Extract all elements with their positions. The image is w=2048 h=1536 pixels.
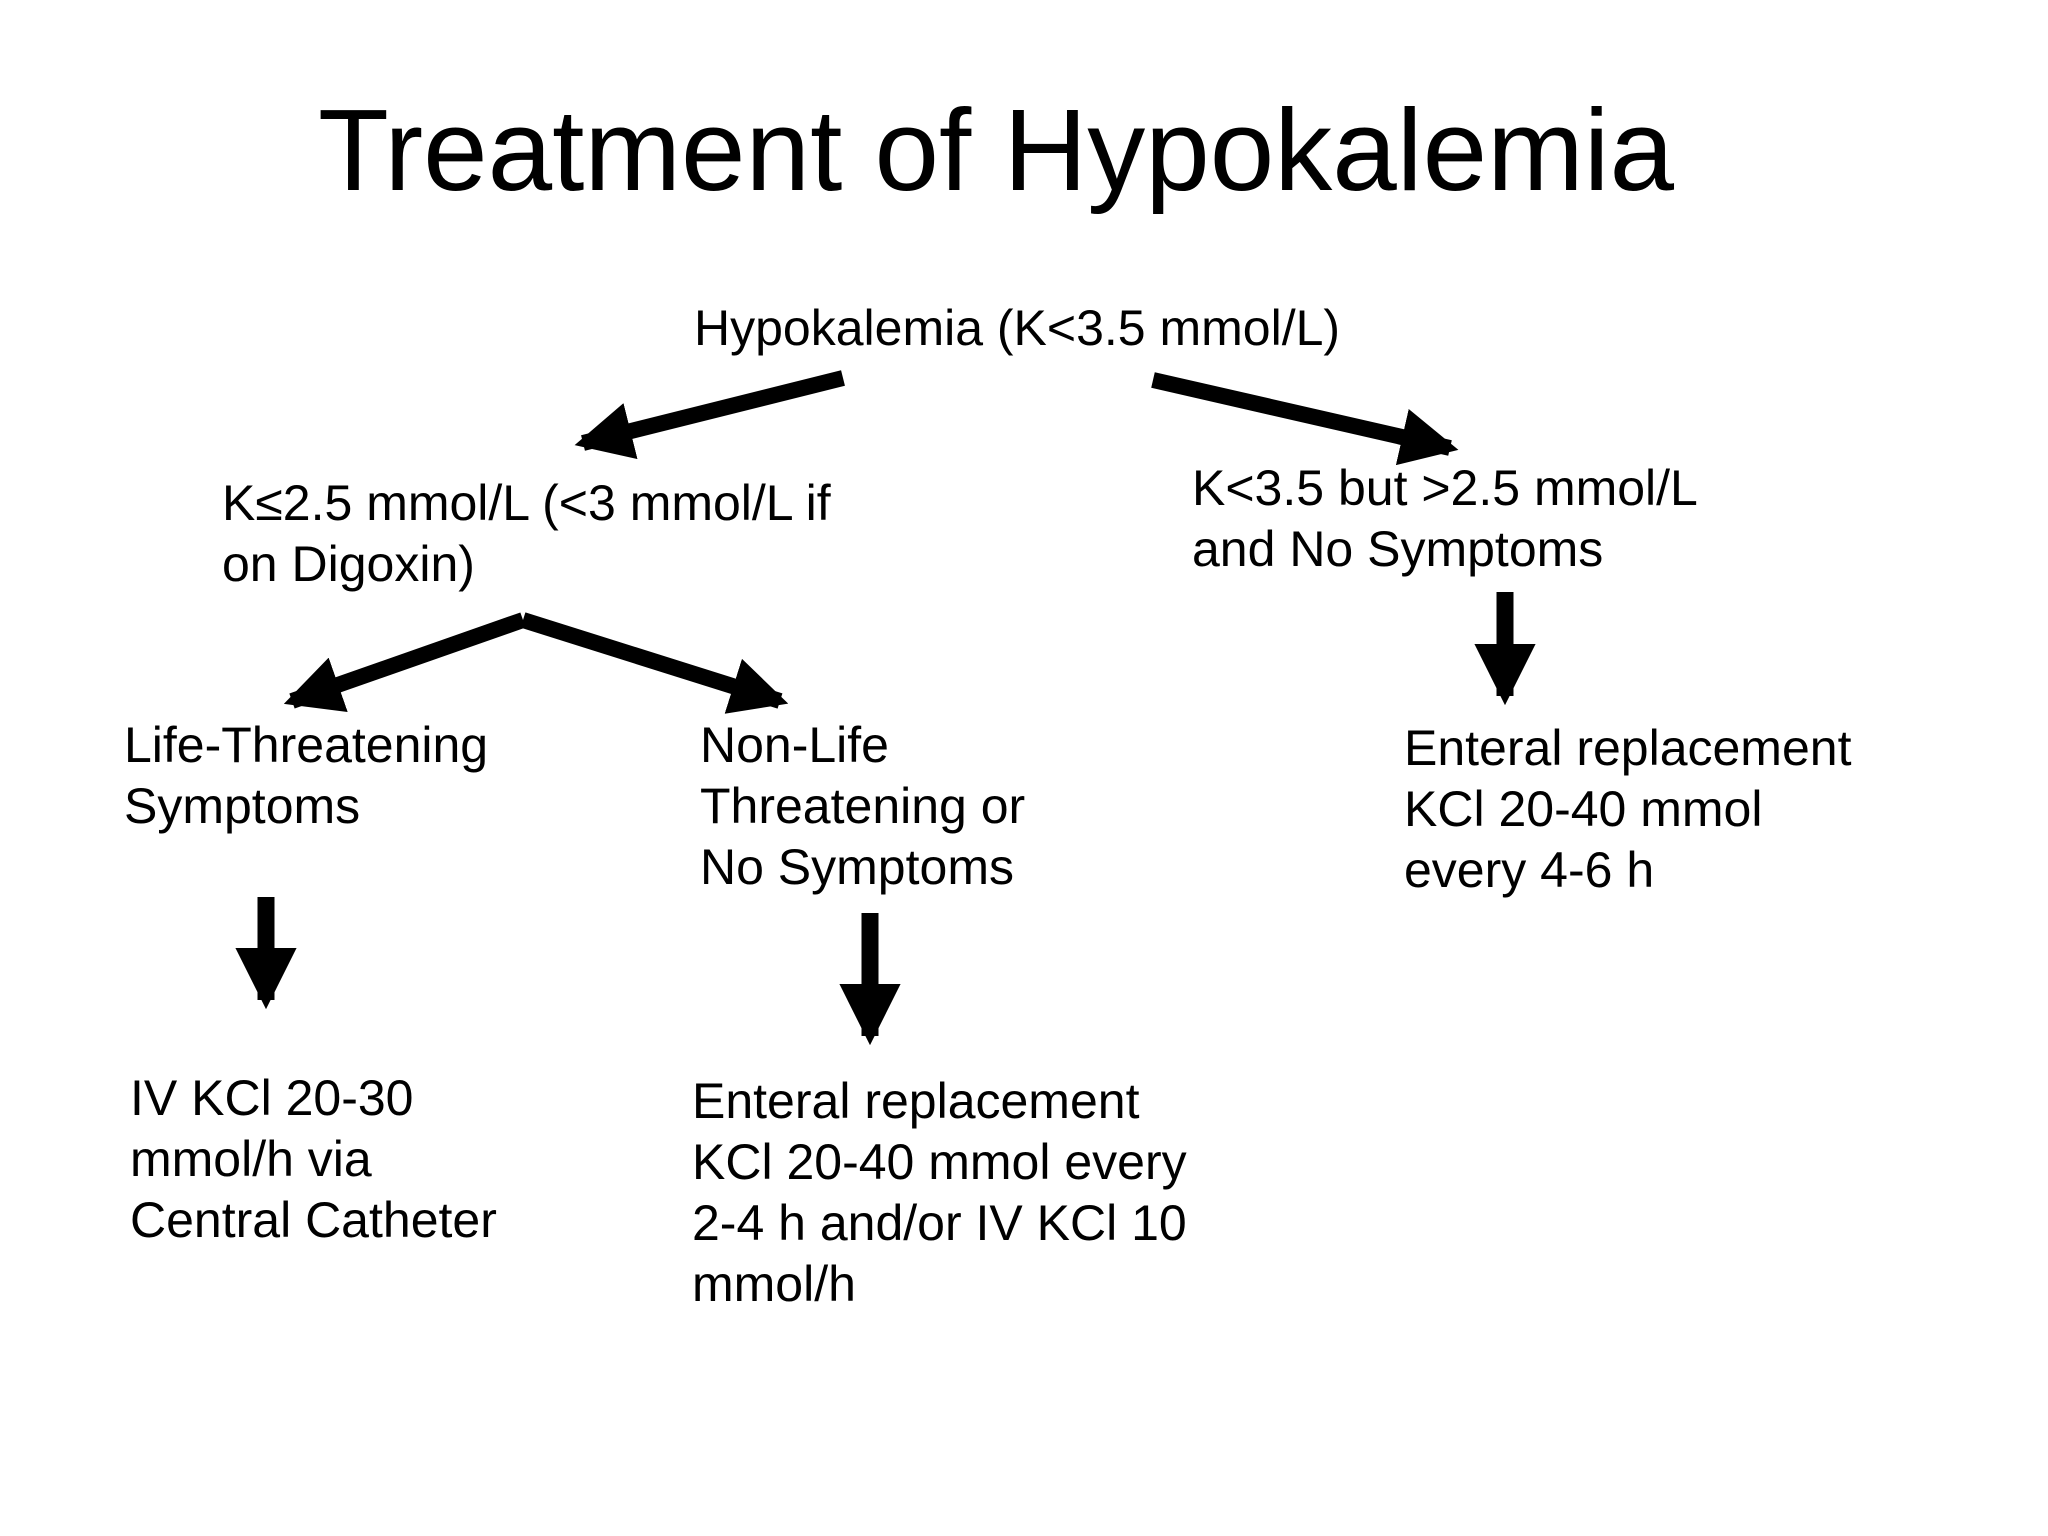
node-non-life-threatening: Non-Life Threatening or No Symptoms: [700, 717, 1026, 895]
node-enteral-replacement-4-6h: Enteral replacement KCl 20-40 mmol every…: [1404, 720, 1852, 898]
node-root-hypokalemia: Hypokalemia (K<3.5 mmol/L): [694, 300, 1341, 356]
arrow-root-to-severe: [574, 370, 845, 460]
node-iv-kcl-central-catheter: IV KCl 20-30 mmol/h via Central Catheter: [130, 1070, 497, 1248]
node-moderate-k-lt-3-5: K<3.5 but >2.5 mmol/L and No Symptoms: [1192, 460, 1698, 577]
node-enteral-replacement-2-4h: Enteral replacement KCl 20-40 mmol every…: [692, 1073, 1187, 1312]
arrow-root-to-moderate: [1151, 372, 1459, 466]
node-life-threatening-symptoms: Life-Threatening Symptoms: [124, 717, 489, 834]
node-severe-k-le-2-5: K≤2.5 mmol/L (<3 mmol/L if on Digoxin): [222, 475, 831, 592]
arrow-severe-to-non-life: [520, 612, 789, 714]
slide-title: Treatment of Hypokalemia: [317, 85, 1675, 215]
arrow-severe-to-life-threatening: [283, 612, 526, 712]
